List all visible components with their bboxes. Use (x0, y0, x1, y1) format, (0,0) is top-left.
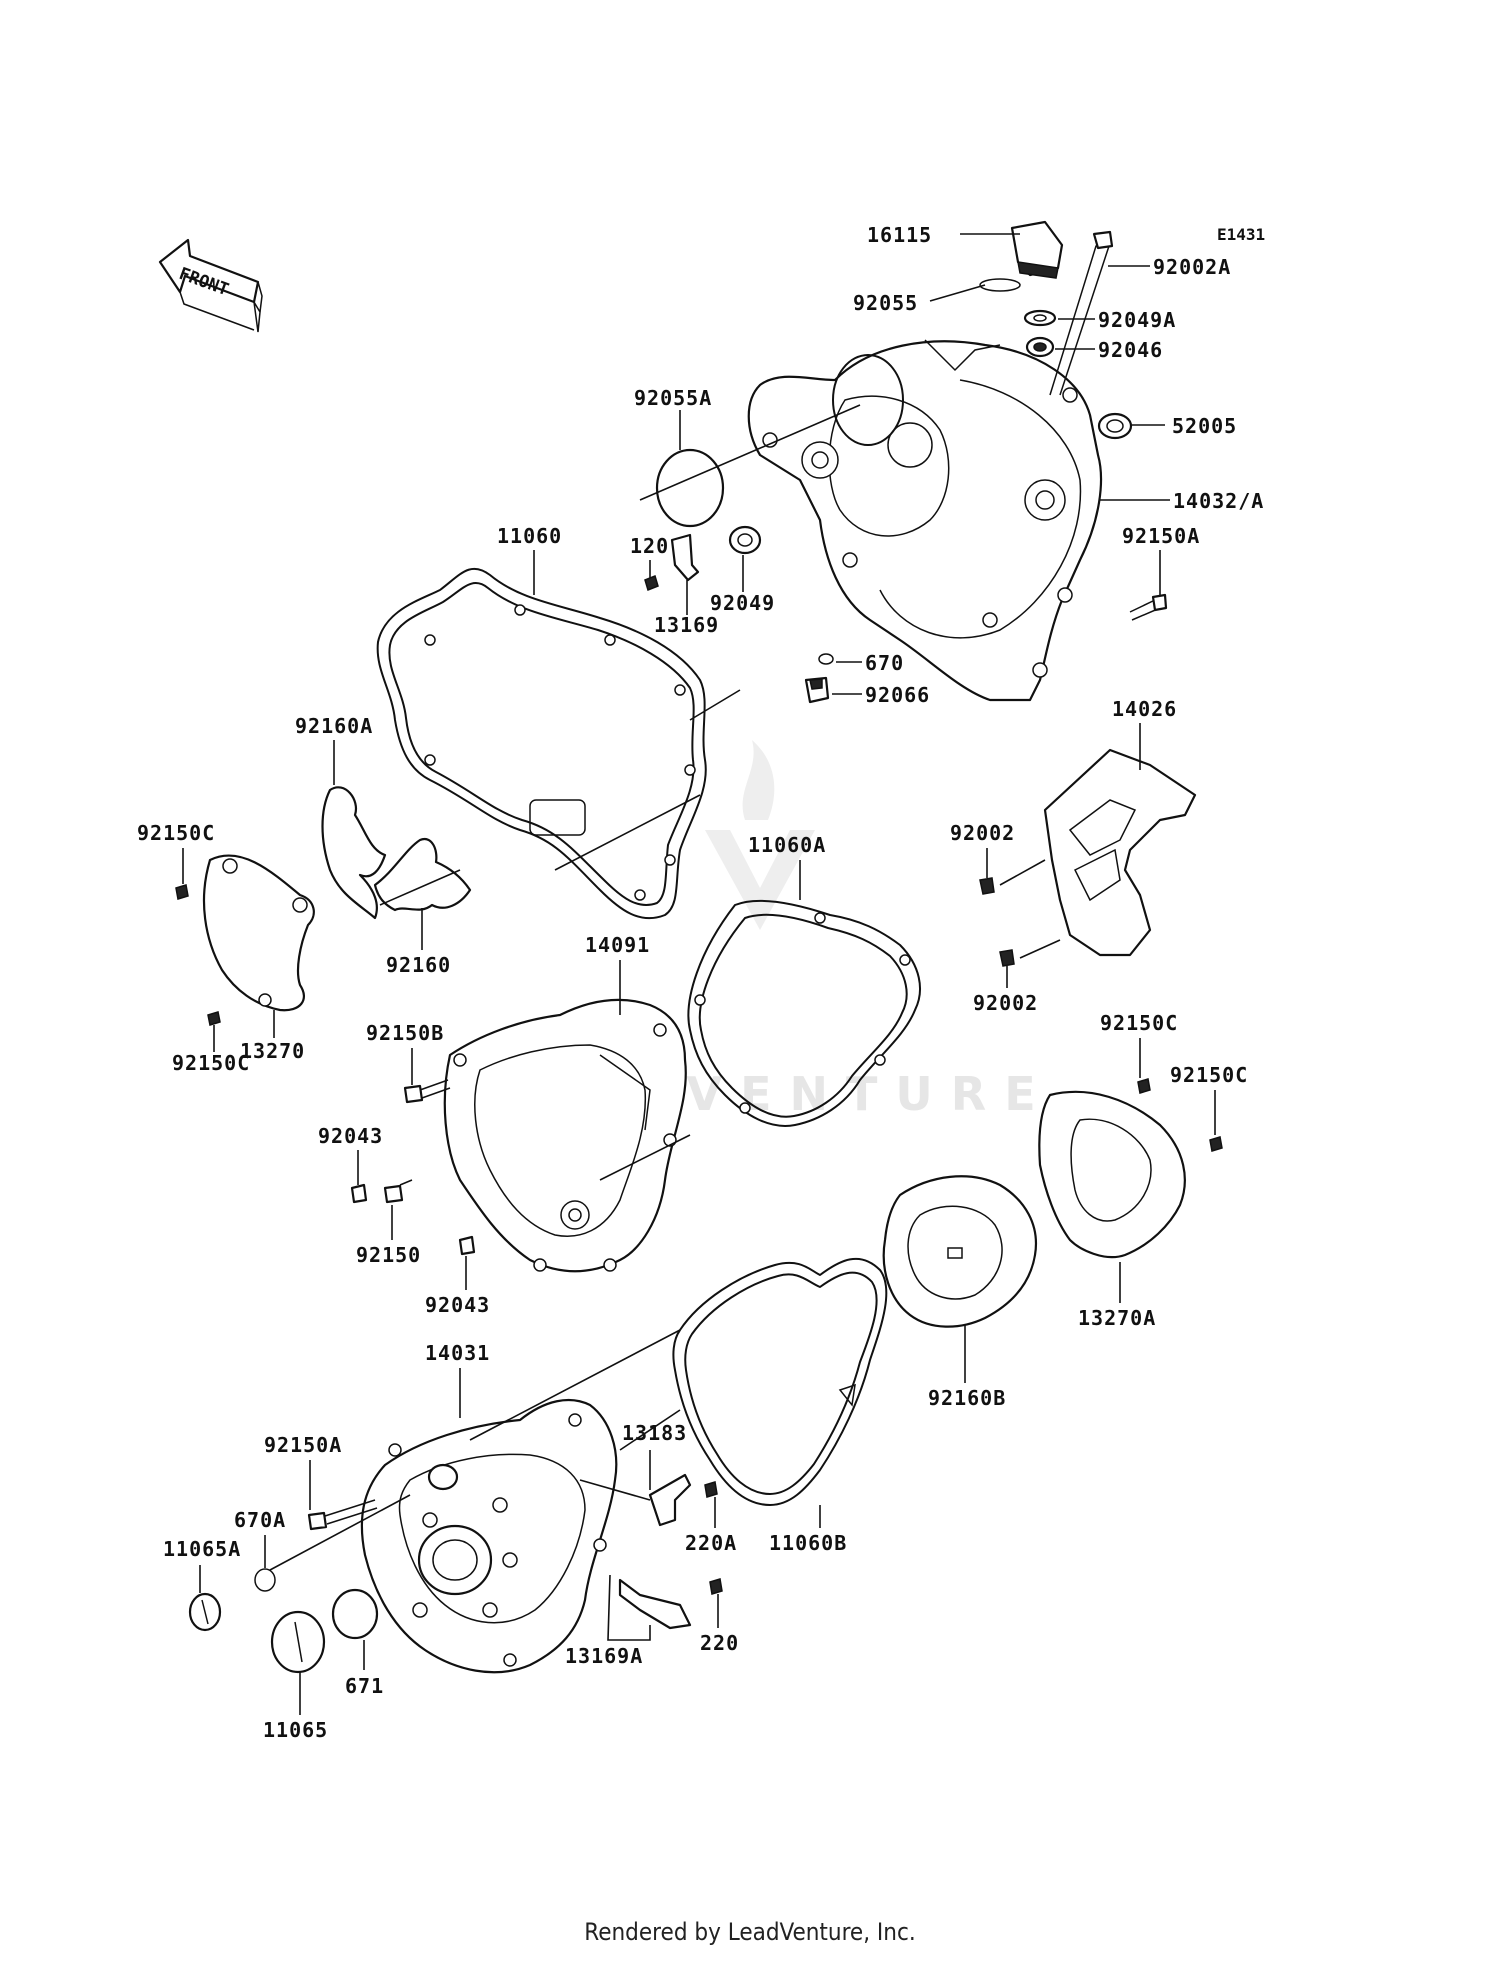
label-11065A: 11065A (163, 1537, 241, 1561)
bolt-92150A-top (1129, 593, 1168, 621)
label-92150C-left-top: 92150C (137, 821, 215, 845)
label-92150C-right-bot: 92150C (1170, 1063, 1248, 1087)
label-92049A: 92049A (1098, 308, 1176, 332)
gasket-11060 (376, 567, 707, 920)
label-92150C-left-bot: 92150C (172, 1051, 250, 1075)
label-92002-top: 92002 (950, 821, 1015, 845)
bolt-92150C-right-bot (1209, 1136, 1223, 1152)
oil-seal-92049 (728, 525, 762, 555)
gasket-11060-window (529, 799, 586, 836)
label-670: 670 (865, 651, 904, 675)
oil-seal-52005 (1097, 412, 1133, 440)
screw-220A (704, 1481, 718, 1498)
plate-92160B (882, 1175, 1038, 1328)
bolt-92002-top (979, 877, 995, 895)
bracket-13183 (648, 1473, 692, 1527)
label-13270A: 13270A (1078, 1306, 1156, 1330)
front-arrow-icon: FRONT (158, 238, 263, 333)
label-92150B: 92150B (366, 1021, 444, 1045)
label-92049: 92049 (710, 591, 775, 615)
label-92002A: 92002A (1153, 255, 1231, 279)
plug-92066 (804, 676, 830, 704)
label-14031: 14031 (425, 1341, 490, 1365)
label-92043-top: 92043 (318, 1124, 383, 1148)
leader-lines (182, 233, 1216, 1715)
label-14032A: 14032/A (1173, 489, 1264, 513)
label-92046: 92046 (1098, 338, 1163, 362)
plate-92160A (321, 786, 387, 920)
clutch-cover-14032 (747, 339, 1103, 702)
o-ring-670A (254, 1568, 276, 1592)
o-ring-92055 (979, 278, 1021, 292)
bolt-92150C-left-top (175, 884, 189, 900)
dowel-92043-top (350, 1183, 368, 1204)
label-92150A-top: 92150A (1122, 524, 1200, 548)
nut-92046 (1025, 336, 1055, 358)
sprocket-cover-14026 (1043, 748, 1197, 957)
label-92150C-right-top: 92150C (1100, 1011, 1178, 1035)
label-671: 671 (345, 1674, 384, 1698)
gasket-11060B-notch (838, 1383, 856, 1407)
o-ring-671 (331, 1588, 379, 1640)
oil-filler-cap (1010, 220, 1064, 279)
label-14091: 14091 (585, 933, 650, 957)
screw-120 (644, 574, 659, 592)
washer-92049A (1023, 309, 1057, 327)
plate-13169 (670, 533, 700, 582)
label-120: 120 (630, 534, 669, 558)
label-14026: 14026 (1112, 697, 1177, 721)
part-labels: 16115 92002A 92055 92049A 92046 52005 14… (137, 223, 1264, 1742)
guard-13270 (202, 854, 315, 1012)
dowel-92043-bot (458, 1235, 476, 1256)
label-11060: 11060 (497, 524, 562, 548)
label-670A: 670A (234, 1508, 286, 1532)
o-ring-92055A (655, 448, 725, 528)
label-92150A-bot: 92150A (264, 1433, 342, 1457)
bolt-92150B (403, 1079, 451, 1104)
label-11060B: 11060B (769, 1531, 847, 1555)
cover-14031 (360, 1398, 618, 1674)
guard-13270A (1038, 1090, 1186, 1259)
render-credit: Rendered by LeadVenture, Inc. (584, 1918, 916, 1946)
bolt-92150A-bot (307, 1499, 378, 1531)
label-52005: 52005 (1172, 414, 1237, 438)
label-220: 220 (700, 1631, 739, 1655)
diagram-code: E1431 (1217, 225, 1265, 244)
bolt-92150 (383, 1179, 413, 1204)
label-92043-bot: 92043 (425, 1293, 490, 1317)
label-92002-bot: 92002 (973, 991, 1038, 1015)
plug-11065A (188, 1592, 222, 1632)
screw-220 (709, 1578, 723, 1595)
label-92055: 92055 (853, 291, 918, 315)
label-220A: 220A (685, 1531, 737, 1555)
gasket-11060A (687, 899, 921, 1127)
label-92160A: 92160A (295, 714, 373, 738)
label-16115: 16115 (867, 223, 932, 247)
label-92160: 92160 (386, 953, 451, 977)
label-13169A: 13169A (565, 1644, 643, 1668)
label-92150: 92150 (356, 1243, 421, 1267)
o-ring-670 (818, 653, 834, 665)
label-92066: 92066 (865, 683, 930, 707)
plate-92160 (373, 837, 472, 912)
gasket-11060B (672, 1257, 888, 1506)
label-11065: 11065 (263, 1718, 328, 1742)
cover-14091 (443, 998, 687, 1273)
label-92160B: 92160B (928, 1386, 1006, 1410)
label-11060A: 11060A (748, 833, 826, 857)
label-13270: 13270 (240, 1039, 305, 1063)
label-92055A: 92055A (634, 386, 712, 410)
bolt-92150C-right-top (1137, 1078, 1151, 1094)
plug-11065 (270, 1610, 326, 1674)
plate-13169A (618, 1578, 692, 1630)
bolt-92002-bot (999, 949, 1015, 967)
bolt-92150C-left-bot (207, 1011, 221, 1026)
label-13183: 13183 (622, 1421, 687, 1445)
label-13169: 13169 (654, 613, 719, 637)
